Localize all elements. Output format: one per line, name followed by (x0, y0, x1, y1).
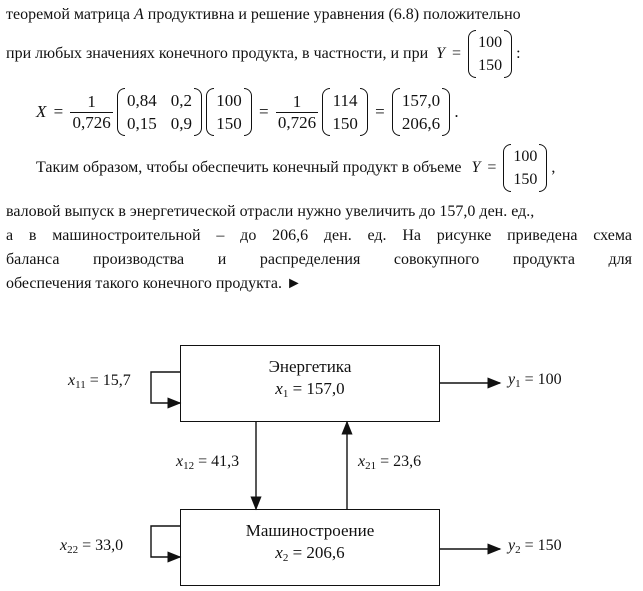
matrix-symbol: A (134, 6, 144, 23)
colon: : (516, 45, 521, 62)
sector-box-energy: Энергетика x1 = 157,0 (180, 345, 440, 422)
label-x12: x12 = 41,3 (176, 453, 240, 472)
fraction-1: 1 0,726 (70, 91, 113, 132)
vector-entry: 100 (478, 34, 503, 51)
symbol-y: Y (471, 159, 481, 176)
label-x22: x22 = 33,0 (60, 537, 124, 556)
sector-output: x1 = 157,0 (275, 379, 345, 400)
equals-sign: = (487, 159, 497, 176)
equation: X = 1 0,726 0,84 0,2 0,15 0,9 100 150 = (36, 88, 459, 136)
sector-title: Энергетика (268, 357, 352, 376)
text-line-para2-1: Таким образом, чтобы обеспечить конечный… (36, 144, 555, 192)
text-line-para2-5: обеспечения такого конечного продукта. ► (6, 275, 302, 292)
label-x21: x21 = 23,6 (358, 453, 422, 472)
text-line-para2-3: а в машиностроительной – до 206,6 ден. е… (6, 227, 632, 244)
text-fragment: Таким образом, чтобы обеспечить конечный… (36, 159, 462, 176)
sector-title: Машиностроение (245, 521, 375, 540)
vector-y: 100 150 (468, 30, 513, 78)
comma: , (551, 159, 556, 176)
sector-box-machinery: Машиностроение x2 = 206,6 (180, 509, 440, 586)
equals-sign: = (258, 102, 269, 121)
matrix-inverse: 0,84 0,2 0,15 0,9 (116, 88, 202, 136)
fraction-2: 1 0,726 (275, 91, 319, 132)
symbol-y: Y (436, 45, 446, 62)
text-line-para2-4: баланса производства и распределения сов… (6, 251, 632, 268)
equals-sign: = (53, 102, 64, 121)
text-line-1: теоремой матрица A продуктивна и решение… (6, 6, 638, 24)
vector-2: 114 150 (322, 88, 368, 136)
vector-y: 100 150 (503, 144, 548, 192)
loop-x11 (150, 371, 182, 409)
sector-output: x2 = 206,6 (275, 543, 345, 564)
equals-sign: = (375, 102, 385, 121)
text-line-para2-2: валовой выпуск в энергетической отрасли … (6, 203, 535, 220)
loop-x22 (150, 525, 182, 563)
text-line-2: при любых значениях конечного продукта, … (6, 30, 521, 78)
text-fragment: теоремой матрица (6, 6, 130, 23)
vector-entry: 150 (478, 57, 503, 74)
period: . (454, 102, 459, 121)
symbol-x: X (36, 102, 47, 121)
label-x11: x11 = 15,7 (68, 372, 131, 391)
vector-result: 157,0 206,6 (391, 88, 451, 136)
label-y2: y2 = 150 (508, 537, 562, 556)
label-y1: y1 = 100 (508, 371, 562, 390)
vector-1: 100 150 (206, 88, 252, 136)
text-fragment: при любых значениях конечного продукта, … (6, 45, 429, 62)
equals-sign: = (452, 45, 462, 62)
text-fragment: продуктивна и решение уравнения (6.8) по… (147, 6, 521, 23)
